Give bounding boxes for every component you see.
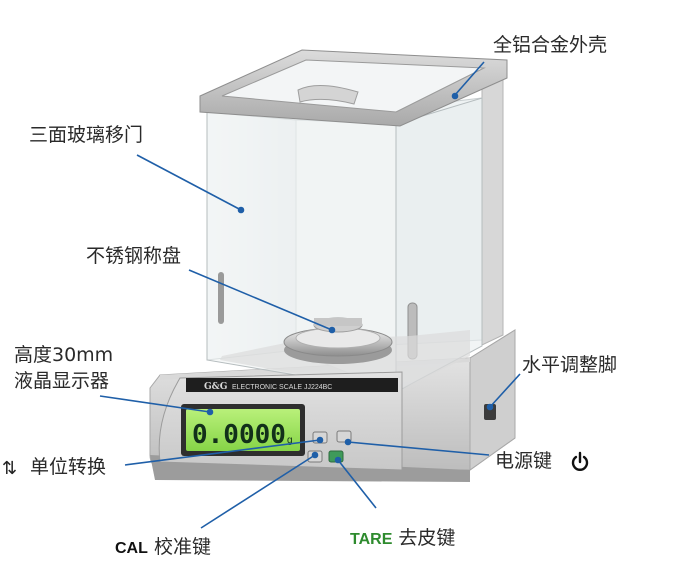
- label-unit-switch: 单位转换: [30, 456, 107, 478]
- label-shell: 全铝合金外壳: [493, 34, 608, 56]
- label-leveling-feet: 水平调整脚: [522, 354, 618, 376]
- lcd-display: 0.0000 g: [181, 404, 305, 456]
- cal-prefix: CAL: [115, 540, 148, 557]
- tare-prefix: TARE: [350, 531, 393, 548]
- glass-enclosure: [206, 97, 483, 393]
- label-sliding-doors: 三面玻璃移门: [29, 124, 144, 146]
- callout-lines: [99, 61, 521, 529]
- lcd-unit: g: [287, 435, 293, 446]
- label-cal: CAL 校准键: [115, 536, 211, 559]
- label-lcd-display: 液晶显示器: [14, 370, 110, 392]
- model-text: ELECTRONIC SCALE JJ224BC: [232, 384, 332, 391]
- power-icon: [571, 451, 589, 471]
- cycle-icon: ⇅: [2, 458, 18, 479]
- tare-text: 去皮键: [398, 527, 456, 549]
- label-weighing-pan: 不锈钢称盘: [86, 245, 182, 267]
- left-door-handle: [218, 272, 224, 324]
- label-power-key: 电源键: [495, 450, 553, 472]
- top-frame: [199, 49, 508, 127]
- label-lcd-height: 高度30mm: [14, 344, 114, 366]
- weighing-pan: [283, 317, 393, 364]
- lcd-reading: 0.0000: [192, 420, 286, 450]
- cal-text: 校准键: [153, 536, 211, 558]
- brand-logo: G&G: [204, 382, 228, 392]
- label-tare: TARE 去皮键: [350, 527, 456, 550]
